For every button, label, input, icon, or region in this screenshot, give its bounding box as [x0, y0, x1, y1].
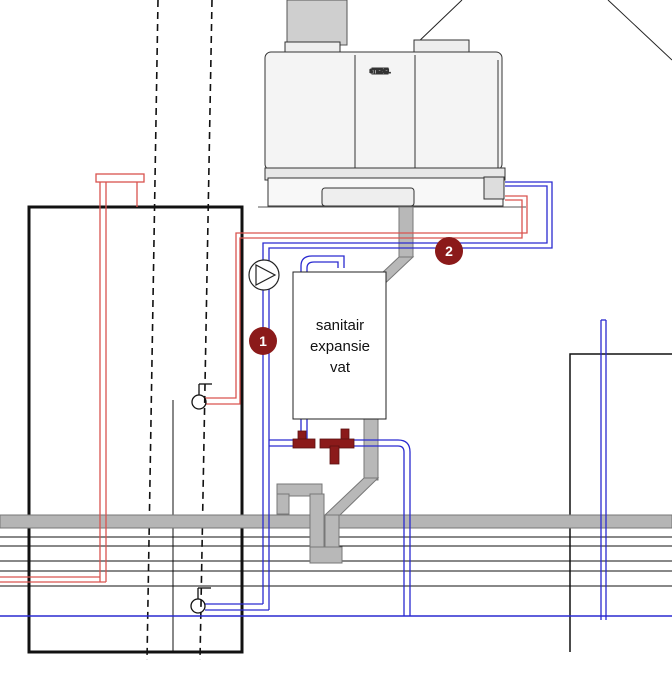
roof-lines [414, 0, 672, 61]
marker-1: 1 [249, 327, 277, 355]
circulation-pump [248, 259, 280, 291]
brand-label: STIEBEL [369, 69, 390, 75]
right-wall-box [569, 353, 672, 652]
dashed-guides [146, 0, 213, 661]
vessel-label-line2: expansie [310, 338, 370, 355]
marker-2: 2 [435, 237, 463, 265]
cold-water-pipe [205, 181, 607, 620]
tank-fitting-upper [191, 383, 212, 410]
tank-fitting-lower [190, 587, 211, 614]
vessel-label-line1: sanitair [316, 317, 364, 334]
marker-2-label: 2 [445, 243, 453, 259]
expansion-vessel [292, 271, 387, 420]
heat-pump-unit: STIEBEL [258, 0, 526, 208]
marker-1-label: 1 [259, 333, 267, 349]
hot-water-pipe [0, 173, 528, 583]
storage-tank [27, 205, 244, 654]
vessel-label-line3: vat [330, 359, 351, 376]
valve-group [292, 428, 355, 465]
